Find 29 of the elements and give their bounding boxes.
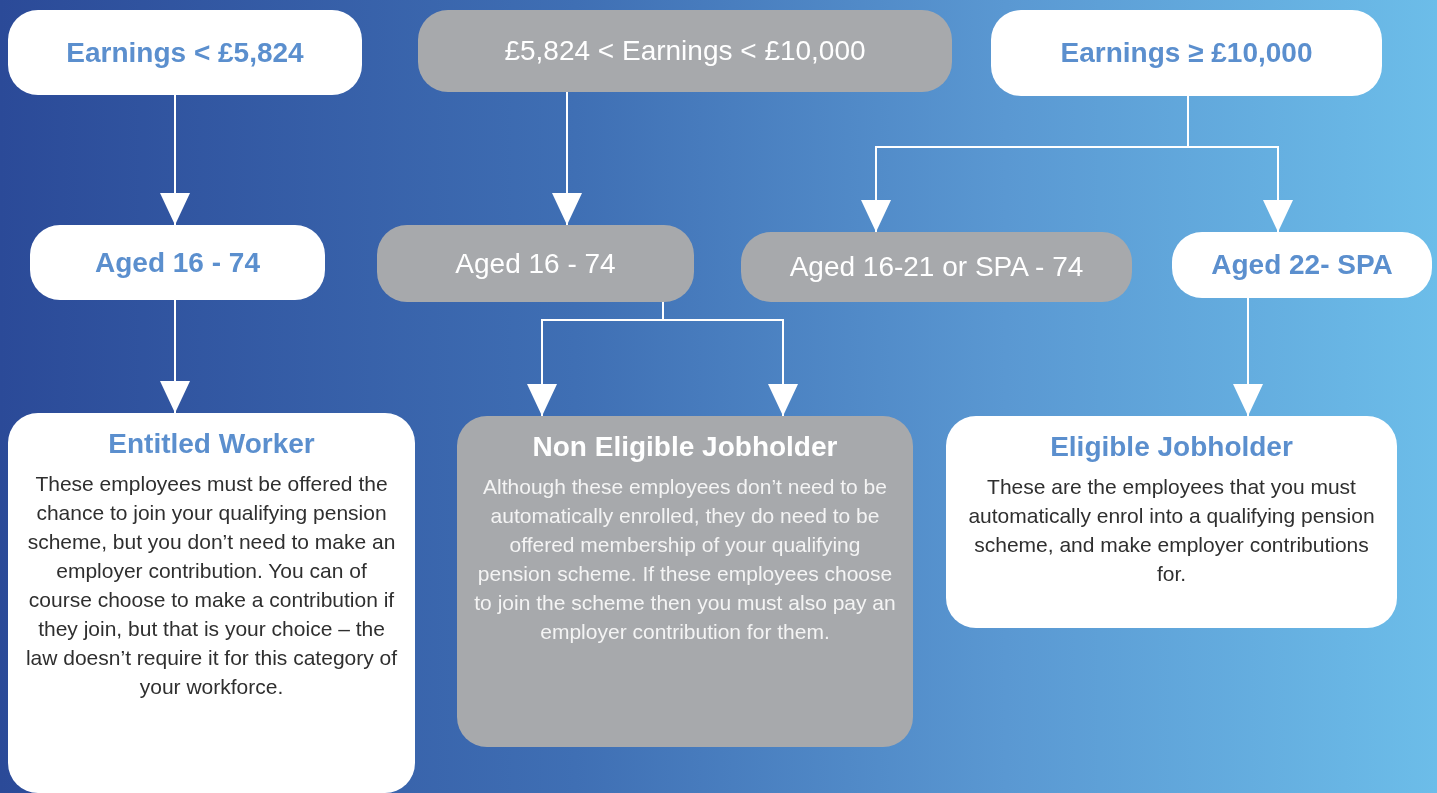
heading: Aged 16-21 or SPA - 74 xyxy=(789,250,1084,284)
heading: £5,824 < Earnings < £10,000 xyxy=(504,34,866,68)
category-box xyxy=(457,416,913,747)
heading: Eligible Jobholder xyxy=(1050,430,1293,464)
description: Although these employees don’t need to be automatically enrolled, they do need to be offered membership of your qualifying pension scheme. If these employees choose to join the scheme then you must also pay an employer contribution for them. xyxy=(473,474,897,645)
heading: Entitled Worker xyxy=(108,427,315,461)
category-box xyxy=(8,413,415,793)
condition-box xyxy=(8,10,362,95)
heading: Non Eligible Jobholder xyxy=(532,430,838,464)
heading: Aged 16 - 74 xyxy=(95,245,260,280)
arrow xyxy=(552,91,582,226)
condition-box xyxy=(418,10,952,92)
arrow xyxy=(662,301,798,417)
heading: Earnings < £5,824 xyxy=(66,35,304,70)
age-box xyxy=(741,232,1132,302)
arrow xyxy=(160,94,190,226)
age-box xyxy=(30,225,325,300)
category-box xyxy=(946,416,1397,628)
heading: Earnings ≥ £10,000 xyxy=(1060,36,1313,70)
age-box xyxy=(1172,232,1432,298)
condition-box xyxy=(991,10,1382,96)
description: These are the employees that you must automatically enrol into a qualifying pension scheme, and make employer contributions for. xyxy=(967,474,1376,587)
description: These employees must be offered the chance to join your qualifying pension scheme, but you don’t need to make an employer contribution. You can of course choose to make a contribution if they join, but that is your choice – the law doesn’t require it for this category of your workforce. xyxy=(24,471,399,700)
arrow xyxy=(1233,297,1263,417)
heading: Aged 16 - 74 xyxy=(455,246,616,281)
age-box xyxy=(377,225,694,302)
arrow xyxy=(1187,95,1293,233)
arrow xyxy=(160,299,190,414)
heading: Aged 22- SPA xyxy=(1211,248,1393,282)
